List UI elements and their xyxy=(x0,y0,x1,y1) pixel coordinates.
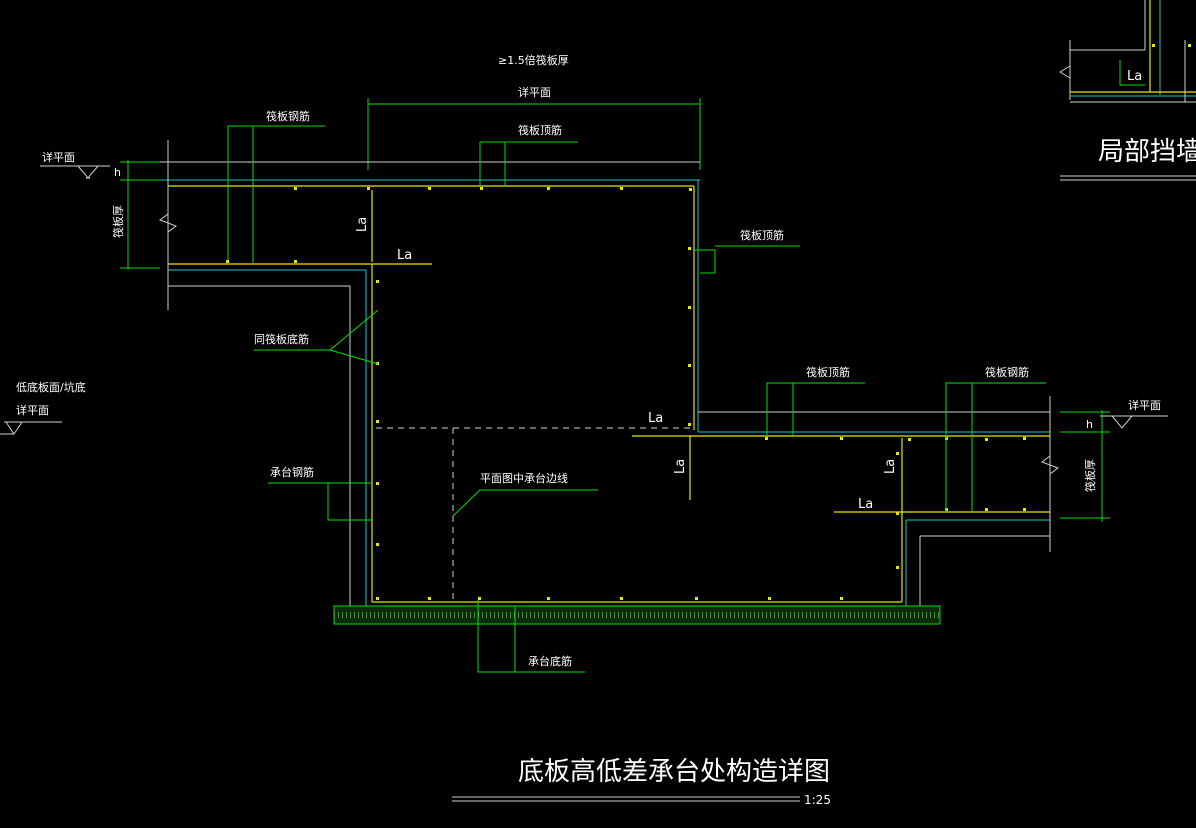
rebar-dot xyxy=(1023,508,1026,511)
la-left-vertical-text: La xyxy=(355,217,370,232)
corner-break-symbol xyxy=(1059,65,1071,79)
upper-raft: 详平面 h 筏板厚 筏板钢筋 筏板顶筋 La La xyxy=(40,109,800,432)
level-triangle xyxy=(77,165,99,179)
lower-raft: La La La La 筏板顶筋 筏板钢筋 详平面 h 筏板厚 xyxy=(632,365,1168,552)
rebar-dot xyxy=(840,437,843,440)
rebar-dot xyxy=(620,597,623,600)
min-15-raft-text: ≥1.5倍筏板厚 xyxy=(498,53,569,67)
level-triangle xyxy=(1111,415,1133,429)
left-break-symbol xyxy=(158,213,178,233)
la-left-horizontal-text: La xyxy=(397,248,412,263)
leader-line xyxy=(329,309,379,351)
rebar-dot xyxy=(908,438,911,441)
leader-line xyxy=(945,382,1046,512)
rebar-dot xyxy=(480,187,483,190)
pile-cap: 同筏板底筋 承台钢筋 平面图中承台边线 承台底筋 低底板面/坑底 详平面 xyxy=(0,247,941,673)
low-floor-pit-text: 低底板面/坑底 xyxy=(16,380,86,394)
rebar-dot xyxy=(689,188,692,191)
la-right-vertical-text: La xyxy=(883,459,898,474)
rebar-dot xyxy=(765,437,768,440)
rebar-dot xyxy=(294,260,297,263)
rebar-dot xyxy=(896,566,899,569)
raft-top-rebar-right-upper-text: 筏板顶筋 xyxy=(740,228,784,242)
leader-line xyxy=(329,349,379,365)
rebar-dot xyxy=(376,280,379,283)
detail-plan-low-text: 详平面 xyxy=(16,403,49,417)
cap-bottom-rebar-text: 承台底筋 xyxy=(528,654,572,668)
corner-la-text: La xyxy=(1127,69,1142,84)
rebar-dot xyxy=(840,597,843,600)
rebar-dot xyxy=(896,512,899,515)
detail-plan-left-text: 详平面 xyxy=(42,150,75,164)
raft-top-rebar-mid-text: 筏板顶筋 xyxy=(806,365,850,379)
drawing-title: 底板高低差承台处构造详图 xyxy=(518,757,830,787)
rebar-dot xyxy=(428,597,431,600)
leader-line xyxy=(227,125,325,264)
rebar-dot xyxy=(547,597,550,600)
rebar-dot xyxy=(1188,44,1191,47)
corner-leader xyxy=(1119,60,1145,86)
rebar-dot xyxy=(376,543,379,546)
h-right-text: h xyxy=(1086,418,1093,431)
la-right-horizontal-text: La xyxy=(858,497,873,512)
leader-line xyxy=(766,382,865,436)
rebar-dot xyxy=(226,260,229,263)
rebar-dot xyxy=(695,597,698,600)
corner-title-text: 局部挡墙通 xyxy=(1098,137,1196,167)
top-dimension: ≥1.5倍筏板厚 详平面 xyxy=(367,53,701,170)
rebar-dot xyxy=(985,438,988,441)
corner-partial-detail: La 局部挡墙通 xyxy=(1059,0,1196,181)
detail-plan-right-text: 详平面 xyxy=(1128,398,1161,412)
level-triangle xyxy=(5,421,23,435)
rebar-dot xyxy=(1023,437,1026,440)
rebar-dot xyxy=(478,597,481,600)
cap-edge-line-text: 平面图中承台边线 xyxy=(480,471,568,485)
rebar-dot xyxy=(294,187,297,190)
h-left-text: h xyxy=(114,166,121,179)
rebar-dot xyxy=(688,306,691,309)
rebar-dot xyxy=(688,364,691,367)
raft-top-rebar-top-text: 筏板顶筋 xyxy=(518,123,562,137)
raft-rebar-right-text: 筏板钢筋 xyxy=(985,365,1029,379)
rebar-dot xyxy=(376,597,379,600)
same-raft-bottom-text: 同筏板底筋 xyxy=(254,332,309,346)
raft-rebar-left-text: 筏板钢筋 xyxy=(266,109,310,123)
rebar-dot xyxy=(688,247,691,250)
rebar-dot xyxy=(376,420,379,423)
rebar-dot xyxy=(688,423,691,426)
rebar-dot xyxy=(768,597,771,600)
rebar-dot xyxy=(1152,44,1155,47)
leader-line xyxy=(452,489,598,517)
drawing-title-block: 底板高低差承台处构造详图 1:25 xyxy=(452,757,831,807)
drawing-scale: 1:25 xyxy=(804,793,831,807)
detail-plan-top-text: 详平面 xyxy=(518,85,551,99)
rebar-dot xyxy=(367,187,370,190)
raft-thick-left-text: 筏板厚 xyxy=(111,205,125,238)
leader-line xyxy=(479,141,578,186)
rebar-dot xyxy=(620,187,623,190)
la-mid-vertical-text: La xyxy=(673,459,688,474)
raft-thick-right-text: 筏板厚 xyxy=(1083,459,1097,492)
la-mid-horizontal-text: La xyxy=(648,411,663,426)
leader-line xyxy=(477,600,585,673)
rebar-dot xyxy=(547,187,550,190)
blinding-layer xyxy=(333,605,941,625)
leader-line xyxy=(268,482,372,521)
rebar-dot xyxy=(376,482,379,485)
leader-line xyxy=(694,249,716,274)
cap-rebar-text: 承台钢筋 xyxy=(270,465,314,479)
right-break-symbol xyxy=(1040,455,1060,475)
rebar-dot xyxy=(985,508,988,511)
rebar-dot xyxy=(896,452,899,455)
rebar-dot xyxy=(428,187,431,190)
